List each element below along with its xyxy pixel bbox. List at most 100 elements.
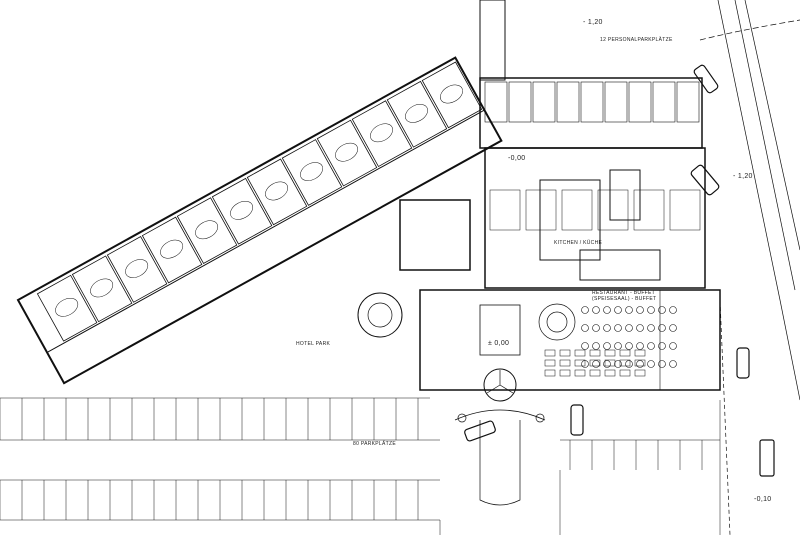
dining-table bbox=[669, 360, 677, 368]
dining-table bbox=[559, 369, 571, 377]
meeting-table bbox=[160, 239, 184, 259]
cars bbox=[464, 64, 775, 477]
road-right bbox=[699, 0, 800, 535]
room bbox=[316, 119, 378, 187]
dining-table bbox=[647, 306, 655, 314]
room bbox=[281, 139, 343, 206]
dining-table bbox=[559, 349, 571, 357]
meeting-table bbox=[370, 123, 393, 143]
label-parking: 80 PARKPLÄTZE bbox=[353, 441, 396, 447]
dining-table bbox=[581, 342, 589, 350]
dining-table bbox=[592, 324, 600, 332]
dining-table bbox=[544, 349, 556, 357]
dining-table bbox=[581, 306, 589, 314]
room bbox=[36, 274, 98, 342]
service-room bbox=[669, 189, 701, 231]
service-room bbox=[597, 189, 629, 231]
parking-area bbox=[0, 397, 721, 535]
room bbox=[71, 255, 133, 323]
dining-table bbox=[625, 342, 633, 350]
dining-table bbox=[604, 369, 616, 377]
level-kitchen-hall: -0,00 bbox=[508, 155, 526, 162]
dining-table bbox=[603, 360, 611, 368]
main-building bbox=[357, 0, 721, 391]
dining-table bbox=[592, 360, 600, 368]
meeting-table bbox=[335, 142, 358, 162]
meeting-table bbox=[405, 104, 428, 123]
dining-table bbox=[559, 359, 571, 367]
dining-table bbox=[634, 369, 646, 377]
dining-table bbox=[589, 369, 601, 377]
dining-table bbox=[544, 359, 556, 367]
service-room bbox=[633, 189, 665, 231]
dining-table bbox=[619, 359, 631, 367]
meeting-table bbox=[265, 181, 289, 201]
dining-table bbox=[647, 324, 655, 332]
level-lobby: ± 0,00 bbox=[488, 340, 510, 347]
label-restaurant-sub: (SPEISESAAL) - BUFFET bbox=[592, 296, 657, 302]
room bbox=[508, 81, 532, 123]
dining-table bbox=[658, 324, 666, 332]
dining-table bbox=[574, 369, 586, 377]
room bbox=[386, 80, 448, 148]
dining-table bbox=[636, 342, 644, 350]
dining-table bbox=[634, 359, 646, 367]
meeting-table bbox=[195, 220, 219, 240]
dining-table bbox=[658, 342, 666, 350]
room bbox=[580, 81, 604, 123]
meeting-table bbox=[440, 84, 463, 104]
dining-table bbox=[614, 306, 622, 314]
label-kitchen: KITCHEN / KÜCHE bbox=[554, 240, 603, 246]
dining-table bbox=[625, 324, 633, 332]
service-room bbox=[525, 189, 557, 231]
dining-table bbox=[544, 369, 556, 377]
room bbox=[532, 81, 556, 123]
dining-table bbox=[636, 360, 644, 368]
dining-table bbox=[619, 349, 631, 357]
meeting-table bbox=[125, 259, 149, 278]
label-staff-parking: 12 PERSONALPARKPLÄTZE bbox=[600, 37, 673, 43]
dining-table bbox=[669, 306, 677, 314]
service-room bbox=[489, 189, 521, 231]
dining-table bbox=[647, 342, 655, 350]
room bbox=[676, 81, 700, 123]
dining-table bbox=[669, 342, 677, 350]
dining-table bbox=[574, 349, 586, 357]
dining-table bbox=[634, 349, 646, 357]
dining-table bbox=[614, 342, 622, 350]
room bbox=[246, 158, 308, 226]
room bbox=[556, 81, 580, 123]
dining-table bbox=[581, 324, 589, 332]
level-top-road: - 1,20 bbox=[583, 19, 603, 26]
meeting-table bbox=[55, 297, 79, 317]
dining-table bbox=[658, 306, 666, 314]
dining-table bbox=[603, 342, 611, 350]
level-right-road: - 1,20 bbox=[733, 173, 753, 180]
dining-table bbox=[603, 306, 611, 314]
dining-table bbox=[603, 324, 611, 332]
dining-table bbox=[574, 359, 586, 367]
room bbox=[176, 197, 238, 265]
room bbox=[421, 61, 483, 129]
dining-table bbox=[619, 369, 631, 377]
label-hotel-park: HOTEL PARK bbox=[296, 341, 331, 347]
room bbox=[652, 81, 676, 123]
room bbox=[604, 81, 628, 123]
dining-table bbox=[636, 324, 644, 332]
dining-table bbox=[614, 324, 622, 332]
dining-table bbox=[669, 324, 677, 332]
dining-table bbox=[625, 360, 633, 368]
room bbox=[211, 177, 273, 245]
room bbox=[628, 81, 652, 123]
room bbox=[351, 100, 413, 168]
dining-table bbox=[614, 360, 622, 368]
dining-table bbox=[592, 342, 600, 350]
dining-table bbox=[625, 306, 633, 314]
meeting-table bbox=[300, 162, 323, 181]
dining-table bbox=[604, 349, 616, 357]
room bbox=[484, 81, 508, 123]
dining-table bbox=[589, 359, 601, 367]
room bbox=[106, 236, 168, 303]
